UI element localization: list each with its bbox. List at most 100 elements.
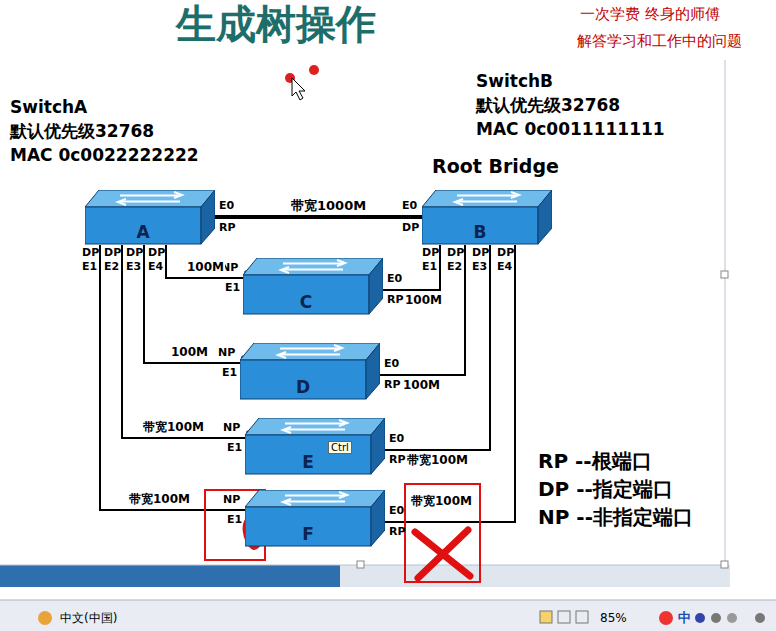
- text-label: E0: [389, 433, 404, 445]
- taskbar: [0, 600, 776, 631]
- icon: [727, 613, 737, 623]
- switch-arrow: [285, 423, 345, 425]
- text-label: E0: [387, 273, 402, 285]
- taskbar-edge: [0, 600, 776, 601]
- text-label: 默认优先级32768: [476, 96, 620, 115]
- switch-side: [201, 190, 215, 244]
- switch-top: [245, 418, 385, 435]
- tooltip: Ctrl: [328, 441, 352, 454]
- text-label: DP: [497, 247, 514, 259]
- bandwidth-label: 100M: [186, 261, 225, 274]
- link-line: [385, 245, 490, 450]
- switch-arrow: [283, 269, 343, 271]
- text-label: DP: [402, 222, 419, 234]
- icon: [659, 611, 673, 625]
- text-label: E1: [225, 282, 240, 294]
- text-label: E3: [126, 261, 141, 273]
- text-label: MAC 0c0022222222: [10, 146, 199, 165]
- handle: [721, 561, 728, 568]
- text-label: RP: [389, 526, 406, 538]
- switch-arrow: [281, 260, 345, 273]
- switch-top: [240, 343, 380, 360]
- legend-text: RP --根端口: [538, 450, 652, 472]
- link-line: [215, 215, 422, 219]
- switch-box: C: [243, 258, 383, 315]
- icon: [558, 611, 570, 623]
- switch-arrow: [455, 192, 519, 205]
- switch-side: [371, 418, 385, 474]
- switch-arrow: [120, 201, 180, 203]
- icon: [695, 613, 705, 623]
- link-line: [385, 245, 515, 522]
- icon: [540, 611, 552, 623]
- text-label: E2: [104, 261, 119, 273]
- switch-arrow: [285, 429, 345, 431]
- text-label: MAC 0c0011111111: [476, 120, 665, 139]
- switch-top: [422, 190, 552, 207]
- switch-side: [371, 490, 385, 546]
- switch-shape: [422, 190, 552, 245]
- text-label: NP: [223, 494, 240, 506]
- switch-arrow: [457, 201, 517, 203]
- switch-box: B: [422, 190, 552, 245]
- switch-shape: [85, 190, 215, 245]
- text-label: E0: [389, 505, 404, 517]
- switch-front: [245, 435, 371, 474]
- text-label: RP: [219, 222, 236, 234]
- switch-letter: F: [302, 525, 314, 544]
- switch-arrow: [285, 495, 345, 497]
- text-label: 中文(中国): [60, 612, 117, 625]
- text-label: 中: [678, 611, 691, 625]
- icon: [711, 613, 721, 623]
- laser-dot: [309, 65, 319, 75]
- text-label: E0: [219, 200, 234, 212]
- text-label: E0: [384, 358, 399, 370]
- switch-arrow: [280, 348, 340, 350]
- switch-box: E: [245, 418, 385, 475]
- switch-arrow: [118, 192, 182, 205]
- text-label: E0: [402, 200, 417, 212]
- text-label: E4: [148, 261, 163, 273]
- link-line: [166, 245, 243, 278]
- bandwidth-label: 带宽100M: [128, 493, 191, 506]
- switch-letter: B: [474, 223, 487, 242]
- switch-shape: [245, 490, 385, 547]
- text-label: DP: [422, 247, 439, 259]
- switch-box: D: [240, 343, 380, 400]
- switch-arrow: [285, 501, 345, 503]
- bandwidth-label: 带宽1000M: [290, 199, 367, 213]
- text-label: NP: [218, 347, 235, 359]
- red-mark-box: [405, 484, 480, 582]
- legend-text: NP --非指定端口: [538, 506, 693, 528]
- icon: [755, 613, 765, 623]
- link-line: [383, 245, 440, 290]
- text-label: E1: [222, 367, 237, 379]
- text-label: RP: [389, 454, 406, 466]
- text-label: E3: [472, 261, 487, 273]
- link-line: [122, 245, 245, 438]
- text-label: RP: [384, 379, 401, 391]
- text-label: SwitchB: [476, 72, 553, 91]
- switch-letter: A: [136, 223, 149, 242]
- link-line: [380, 245, 465, 375]
- text-label: E2: [447, 261, 462, 273]
- text-label: DP: [104, 247, 121, 259]
- text-label: 解答学习和工作中的问题: [577, 33, 742, 50]
- switch-arrow: [120, 195, 180, 197]
- text-label: DP: [126, 247, 143, 259]
- switch-front: [243, 275, 369, 314]
- switch-box: F: [245, 490, 385, 547]
- handle: [721, 271, 728, 278]
- text-label: DP: [472, 247, 489, 259]
- switch-arrow: [457, 195, 517, 197]
- switch-arrow: [283, 420, 347, 433]
- text-label: DP: [447, 247, 464, 259]
- frame-line: [725, 60, 726, 565]
- switch-arrow: [278, 345, 342, 358]
- switch-letter: D: [296, 378, 310, 397]
- text-label: DP: [148, 247, 165, 259]
- switch-side: [366, 343, 380, 399]
- switch-top: [243, 258, 383, 275]
